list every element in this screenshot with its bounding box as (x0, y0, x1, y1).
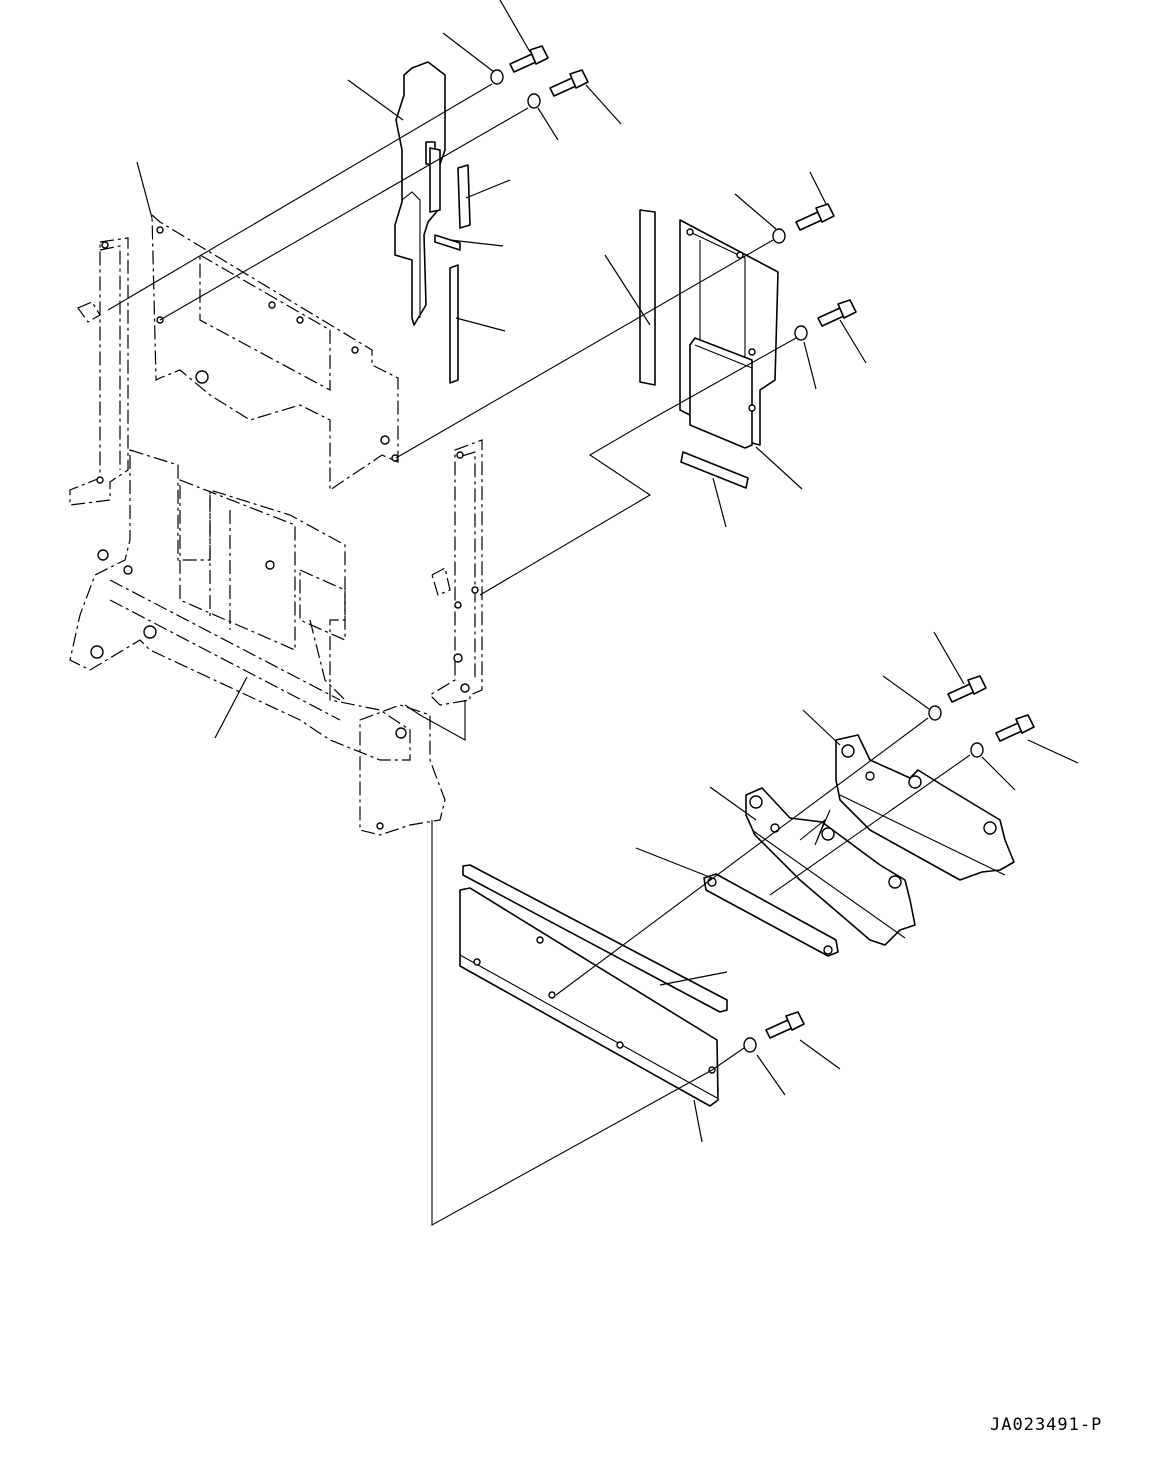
bolt-icon (947, 675, 987, 703)
bolt-icon (817, 299, 857, 327)
air-duct-cover (639, 209, 779, 489)
washer-icon (527, 93, 541, 109)
washer-icon (794, 325, 808, 341)
main-frame (69, 213, 483, 836)
bolt-icon (795, 203, 835, 231)
washer-icon (743, 1037, 757, 1053)
drawing-number: JA023491-P (990, 1415, 1103, 1435)
hex-bolt-icons (509, 45, 1035, 1039)
washer-icon (772, 228, 786, 244)
lower-guard-plates (459, 734, 1015, 1107)
washer-icon (928, 705, 942, 721)
bolt-icon (549, 69, 589, 97)
leader-lines (136, 0, 1079, 1143)
bolt-icon (765, 1011, 805, 1039)
bolt-icon (509, 45, 549, 73)
bolt-icon (995, 714, 1035, 742)
washer-icons (490, 69, 984, 1053)
assembly-lines (107, 83, 971, 1226)
side-seal-plate (394, 61, 471, 384)
washer-icon (970, 742, 984, 758)
washer-icon (490, 69, 504, 85)
